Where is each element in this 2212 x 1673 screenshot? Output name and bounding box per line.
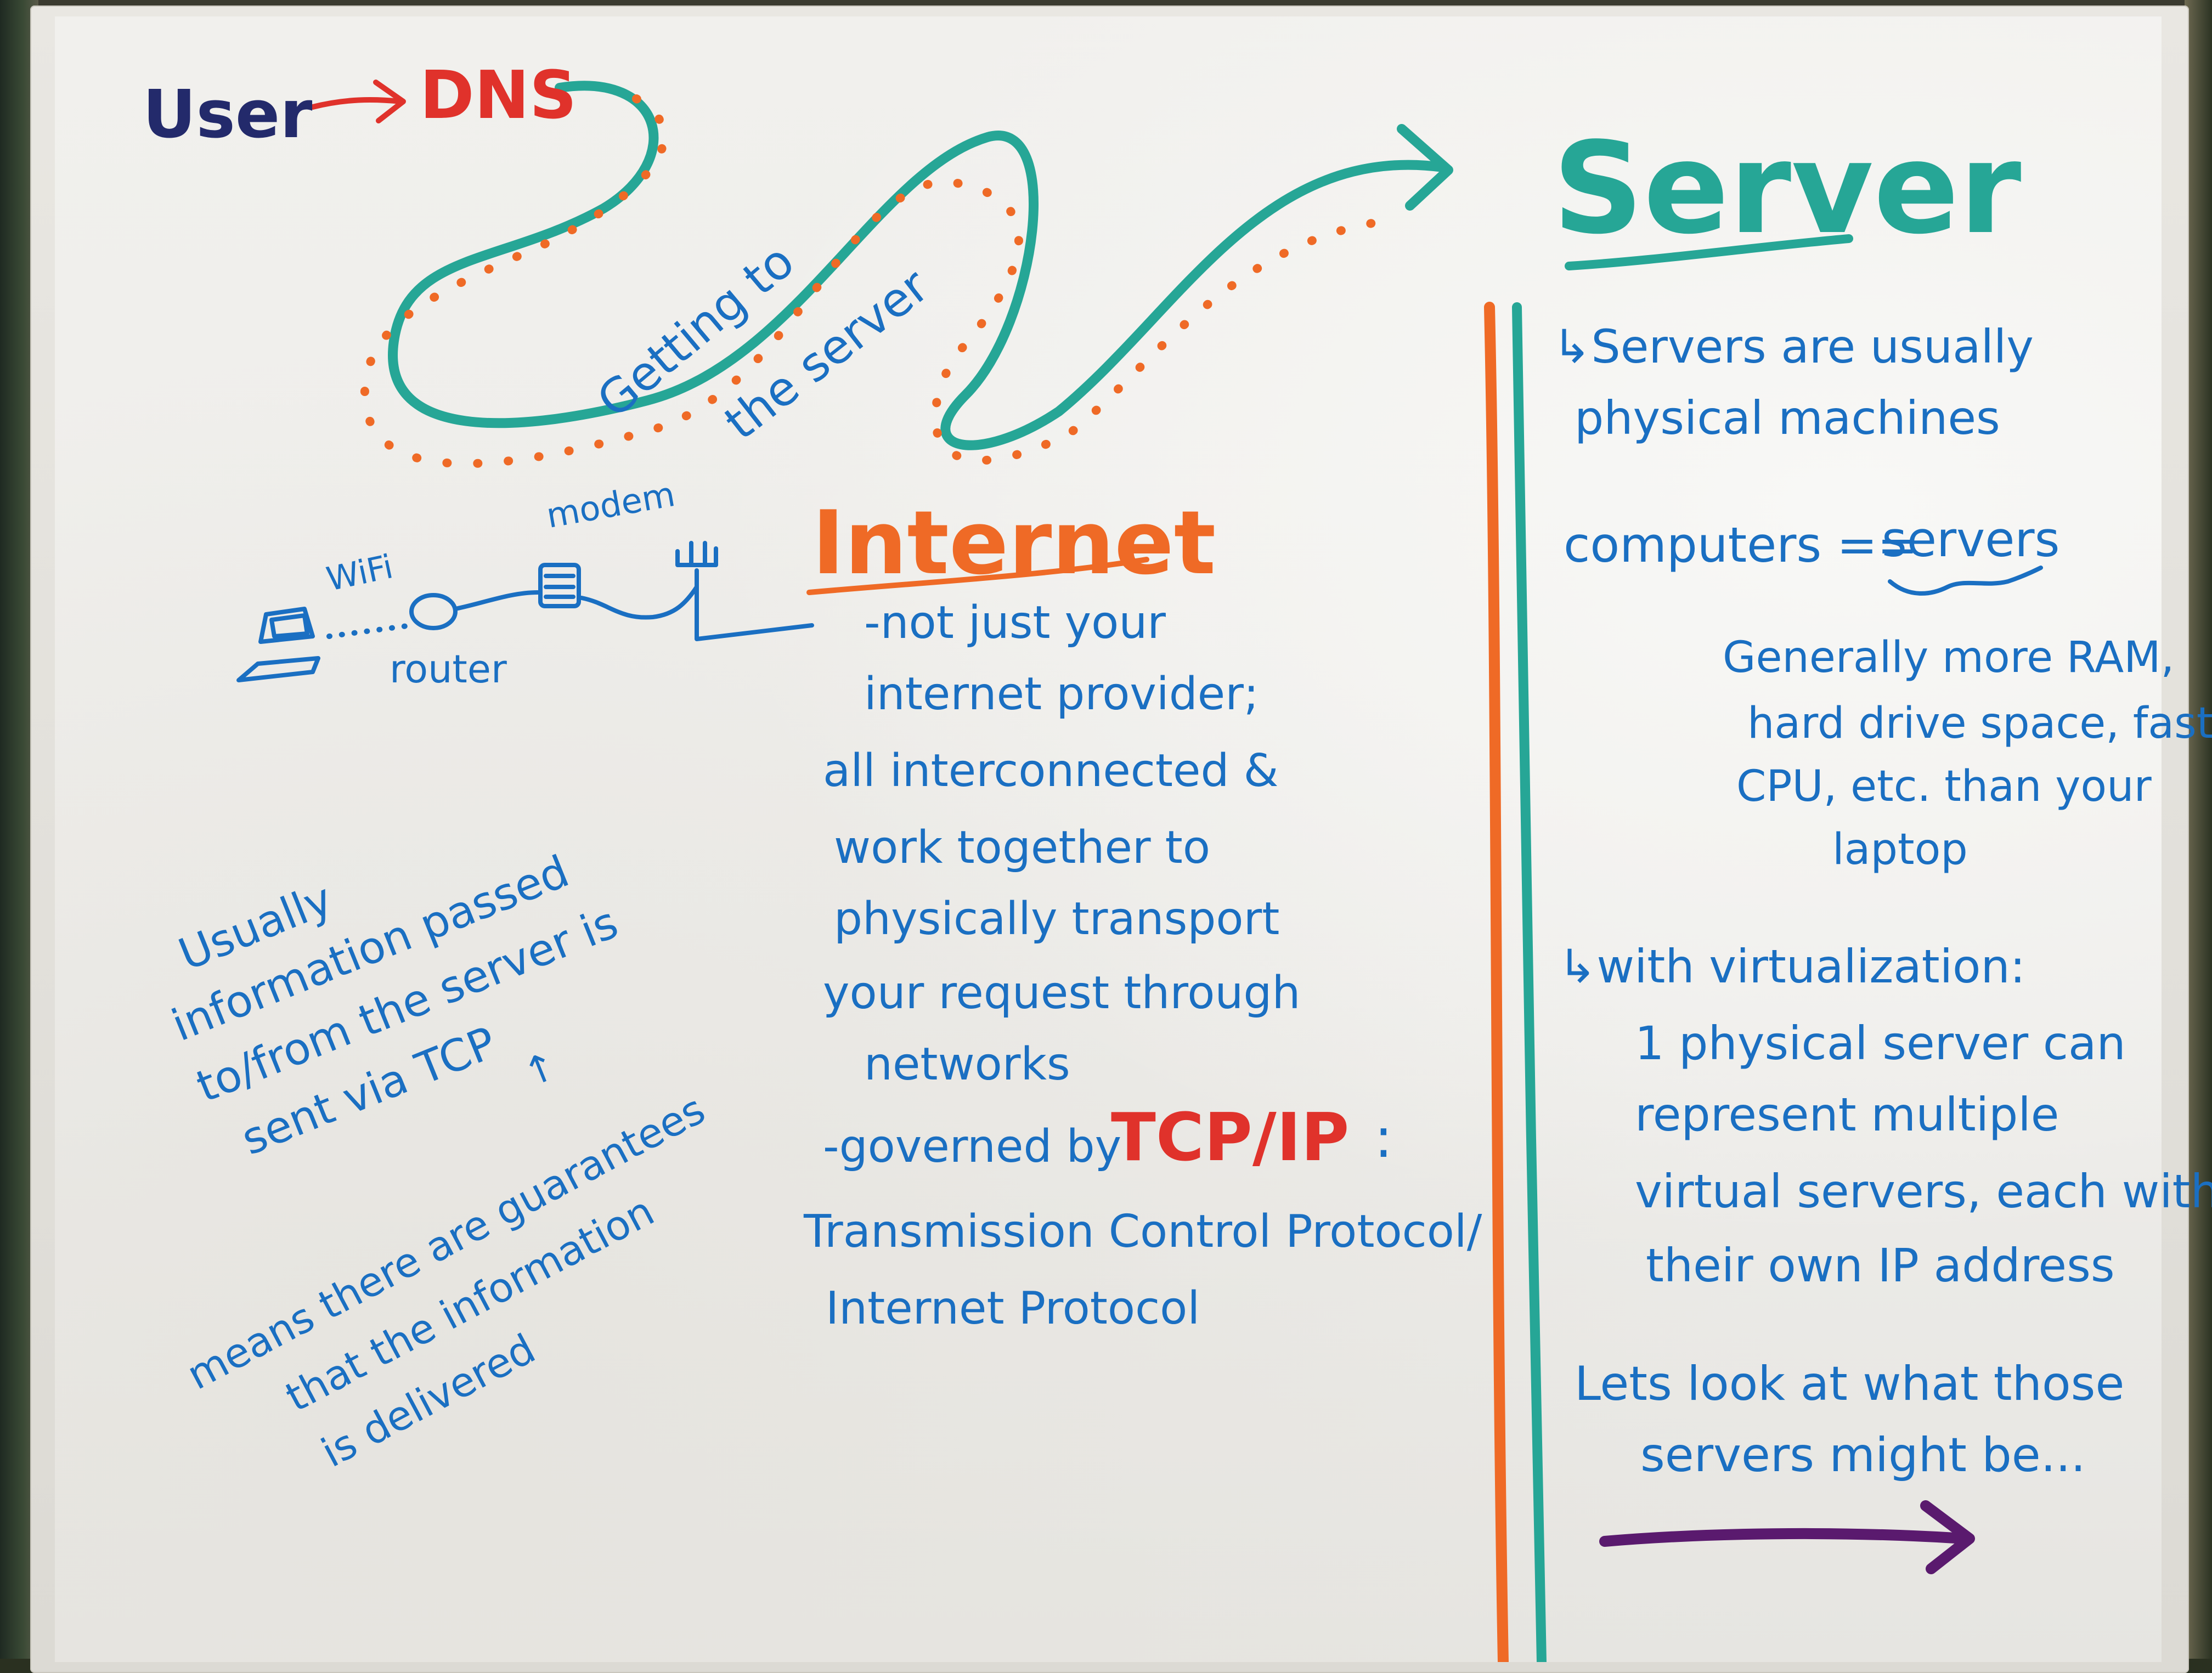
closing-line-1: Lets look at what those <box>1575 1357 2125 1411</box>
virt-line-4: their own IP address <box>1646 1239 2115 1292</box>
virtualization-heading: ↳with virtualization: <box>1558 940 2025 993</box>
internet-line-6: your request through <box>823 967 1301 1019</box>
modem-icon <box>538 563 581 608</box>
network-diagram <box>236 541 814 682</box>
virt-line-2: represent multiple <box>1635 1088 2059 1141</box>
internet-line-3: all interconnected & <box>823 745 1279 797</box>
router-icon <box>409 593 458 630</box>
divider-orange <box>1484 302 1509 1662</box>
internet-line-2: internet provider; <box>864 668 1259 720</box>
computers-equals: computers == <box>1564 517 1918 573</box>
spec-line-3: CPU, etc. than your <box>1736 762 2152 811</box>
internet-line-1: -not just your <box>864 597 1166 649</box>
internet-underline <box>806 557 1149 595</box>
internet-line-5: physically transport <box>834 893 1280 945</box>
governed-by-text: -governed by <box>823 1121 1122 1173</box>
wifi-dotted-link <box>326 623 414 639</box>
utility-pole-icon <box>675 541 814 641</box>
internet-line-7: networks <box>864 1038 1070 1090</box>
spec-line-4: laptop <box>1832 825 1968 874</box>
servers-squiggle <box>1888 566 2043 596</box>
next-arrow <box>1599 1500 1975 1574</box>
router-to-modem-link <box>453 590 540 611</box>
tcpip-expansion-2: Internet Protocol <box>826 1282 1200 1335</box>
virt-line-3: virtual servers, each with <box>1635 1165 2212 1218</box>
background-right <box>2185 0 2212 1659</box>
path-to-server-line <box>388 81 1448 450</box>
spec-line-1: Generally more RAM, <box>1723 633 2175 682</box>
tcpip-expansion-1: Transmission Control Protocol/ <box>804 1206 1482 1258</box>
servers-physical-line-1: ↳Servers are usually <box>1553 320 2034 374</box>
virt-line-1: 1 physical server can <box>1635 1016 2126 1070</box>
laptop-icon <box>236 607 320 682</box>
marker-drawings <box>236 80 2043 1662</box>
server-title-underline <box>1565 234 1853 270</box>
user-to-dns-arrow <box>310 80 406 123</box>
divider-teal <box>1512 302 1547 1662</box>
tcp-arrow-icon: ↑ <box>516 1042 563 1097</box>
router-label: router <box>390 647 507 692</box>
path-to-server-arrowhead <box>1397 124 1453 211</box>
tcpip-label: TCP/IP <box>1111 1100 1350 1176</box>
tcpip-colon: : <box>1374 1106 1393 1170</box>
user-label: User <box>143 77 313 153</box>
internet-line-4: work together to <box>834 822 1210 874</box>
internet-title: Internet <box>812 491 1216 594</box>
dns-label: DNS <box>420 58 577 134</box>
servers-physical-line-2: physical machines <box>1575 391 2000 445</box>
closing-line-2: servers might be... <box>1640 1428 2086 1483</box>
spec-line-2: hard drive space, faster <box>1747 699 2212 748</box>
server-title: Server <box>1553 116 2022 262</box>
whiteboard: User DNS Getting to the server Server Wi… <box>55 16 2212 1662</box>
servers-word: servers <box>1882 511 2060 568</box>
modem-to-utility-link <box>579 585 699 620</box>
